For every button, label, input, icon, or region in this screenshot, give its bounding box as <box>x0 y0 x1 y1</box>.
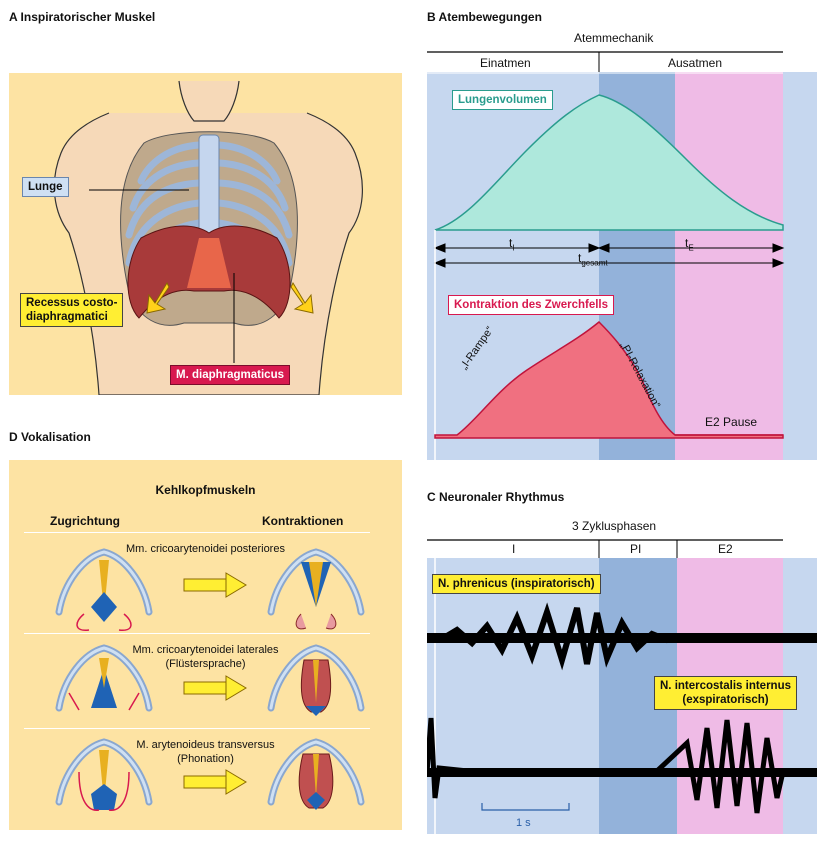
scale-label: 1 s <box>516 817 531 829</box>
row2-label1: Mm. cricoarytenoidei laterales <box>132 644 279 656</box>
lungenvolumen-label: Lungenvolumen <box>452 90 553 110</box>
col-zugrichtung: Zugrichtung <box>50 514 120 528</box>
ti-label: tI <box>509 236 515 252</box>
phase-i-label: I <box>512 542 516 556</box>
te-t: t <box>685 236 689 250</box>
arrow-row2-icon <box>183 675 247 701</box>
ti-t: t <box>509 236 513 250</box>
divider-row2 <box>24 728 370 729</box>
recessus-label: Recessus costo- diaphragmatici <box>20 293 124 327</box>
kehlkopf-heading: Kehlkopfmuskeln <box>155 483 256 497</box>
panel-b-title: B Atembewegungen <box>427 10 542 24</box>
arrow-right-icon <box>290 281 314 314</box>
intercostalis-line2: (exspiratorisch) <box>682 694 769 706</box>
arrow-row3-icon <box>183 769 247 795</box>
phase-e2-label: E2 <box>718 542 733 556</box>
phrenicus-label: N. phrenicus (inspiratorisch) <box>432 574 601 594</box>
arrow-left-icon <box>146 281 170 314</box>
panel-a-title: A Inspiratorischer Muskel <box>9 10 156 24</box>
central-tendon <box>187 238 231 288</box>
te-sub: E <box>688 243 694 253</box>
divider-row1 <box>24 633 370 634</box>
arrow-row1-icon <box>183 572 247 598</box>
scale-bar <box>481 803 570 811</box>
intercostalis-label: N. intercostalis internus (exspiratorisc… <box>654 676 798 710</box>
recessus-line2: diaphragmatici <box>26 311 108 323</box>
phase-pi-label: PI <box>630 542 642 556</box>
atemmechanik-label: Atemmechanik <box>574 31 654 45</box>
diaphragm-contraction-curve <box>434 320 784 439</box>
col-kontraktionen: Kontraktionen <box>262 514 344 528</box>
recessus-line1: Recessus costo- <box>26 297 118 309</box>
row1-label: Mm. cricoarytenoidei posteriores <box>126 543 285 555</box>
diaphragm-label: M. diaphragmaticus <box>170 365 290 385</box>
row3-label1: M. arytenoideus transversus <box>136 739 275 751</box>
kontraktion-label: Kontraktion des Zwerchfells <box>448 295 615 315</box>
e2-pause-label: E2 Pause <box>705 415 758 429</box>
panel-d-title: D Vokalisation <box>9 430 91 444</box>
zyklusphasen-label: 3 Zyklusphasen <box>572 519 657 533</box>
tg-t: t <box>578 251 582 265</box>
te-label: tE <box>685 236 694 252</box>
atembewegungen-diagram <box>427 51 817 460</box>
lunge-label: Lunge <box>22 177 69 197</box>
tg-sub: gesamt <box>581 258 608 268</box>
thorax-illustration <box>53 80 363 395</box>
einatmen-label: Einatmen <box>480 56 531 70</box>
panel-c-title: C Neuronaler Rhythmus <box>427 490 565 504</box>
lung-volume-curve <box>434 94 784 231</box>
row2-label2: (Flüstersprache) <box>165 658 246 670</box>
sternum <box>198 134 220 236</box>
larynx-diagrams <box>9 460 402 811</box>
divider-top <box>24 532 370 533</box>
intercostalis-line1: N. intercostalis internus <box>660 680 792 692</box>
ti-sub: I <box>512 243 515 253</box>
ausatmen-label: Ausatmen <box>668 56 723 70</box>
tgesamt-label: tgesamt <box>578 251 608 267</box>
row3-label2: (Phonation) <box>177 753 234 765</box>
